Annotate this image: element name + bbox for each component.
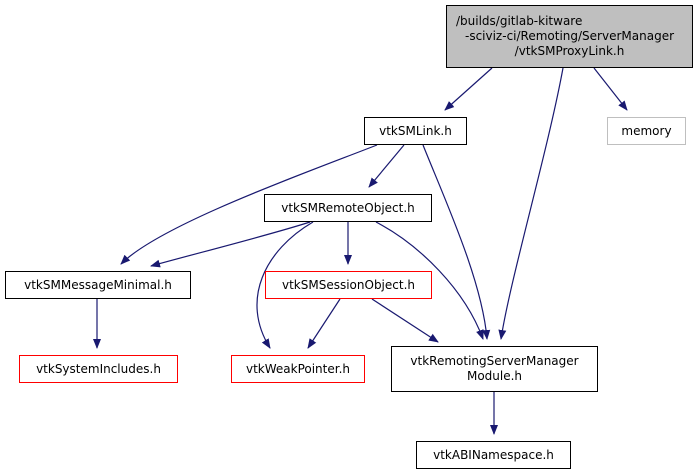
node-vtkweakpointer[interactable]: vtkWeakPointer.h [231,355,365,383]
edge-sessionobject-to-weakpointer [307,298,341,349]
node-label: memory [621,123,672,138]
node-label: vtkSMMessageMinimal.h [24,277,172,292]
node-label: vtkSMSessionObject.h [281,277,415,292]
edge-sessionobject-to-module [371,298,439,343]
edge-root-to-memory [593,67,628,111]
node-vtkabinamespace[interactable]: vtkABINamespace.h [416,441,571,469]
edge-remoteobject-to-weakpointer [256,221,314,349]
edge-smlink-to-messageminimal [120,144,378,265]
node-label-line: /builds/gitlab-kitware [456,14,583,28]
edge-smlink-to-remoteobject [368,144,405,188]
node-label: vtkWeakPointer.h [245,361,351,376]
node-label: vtkABINamespace.h [433,447,554,462]
node-label-line: -sciviz-ci/Remoting/ServerManager [464,29,675,43]
node-label-line: vtkRemotingServerManager [410,354,579,368]
node-vtksmlink[interactable]: vtkSMLink.h [364,117,467,145]
node-vtksmremoteobject[interactable]: vtkSMRemoteObject.h [264,194,432,222]
node-label-line: /vtkSMProxyLink.h [514,44,625,58]
edge-root-to-smlink [444,67,493,111]
edge-smlink-to-module [422,144,491,340]
node-memory[interactable]: memory [607,117,686,145]
node-label: vtkSMLink.h [379,123,452,138]
node-vtksmmessageminimal[interactable]: vtkSMMessageMinimal.h [5,271,191,299]
node-vtkremotingservermanagermodule[interactable]: vtkRemotingServerManager Module.h [391,346,598,392]
node-vtksmproxylink-root[interactable]: /builds/gitlab-kitware -sciviz-ci/Remoti… [446,5,693,68]
edge-root-to-module [498,67,564,340]
node-vtksmsessionobject[interactable]: vtkSMSessionObject.h [265,271,432,299]
node-vtksystemincludes[interactable]: vtkSystemIncludes.h [19,355,178,383]
edge-remoteobject-to-module [375,221,484,340]
node-label: vtkSMRemoteObject.h [281,200,415,215]
node-label: vtkSystemIncludes.h [36,361,161,376]
edge-remoteobject-to-messageminimal [150,221,311,268]
node-label-line: Module.h [466,369,523,383]
